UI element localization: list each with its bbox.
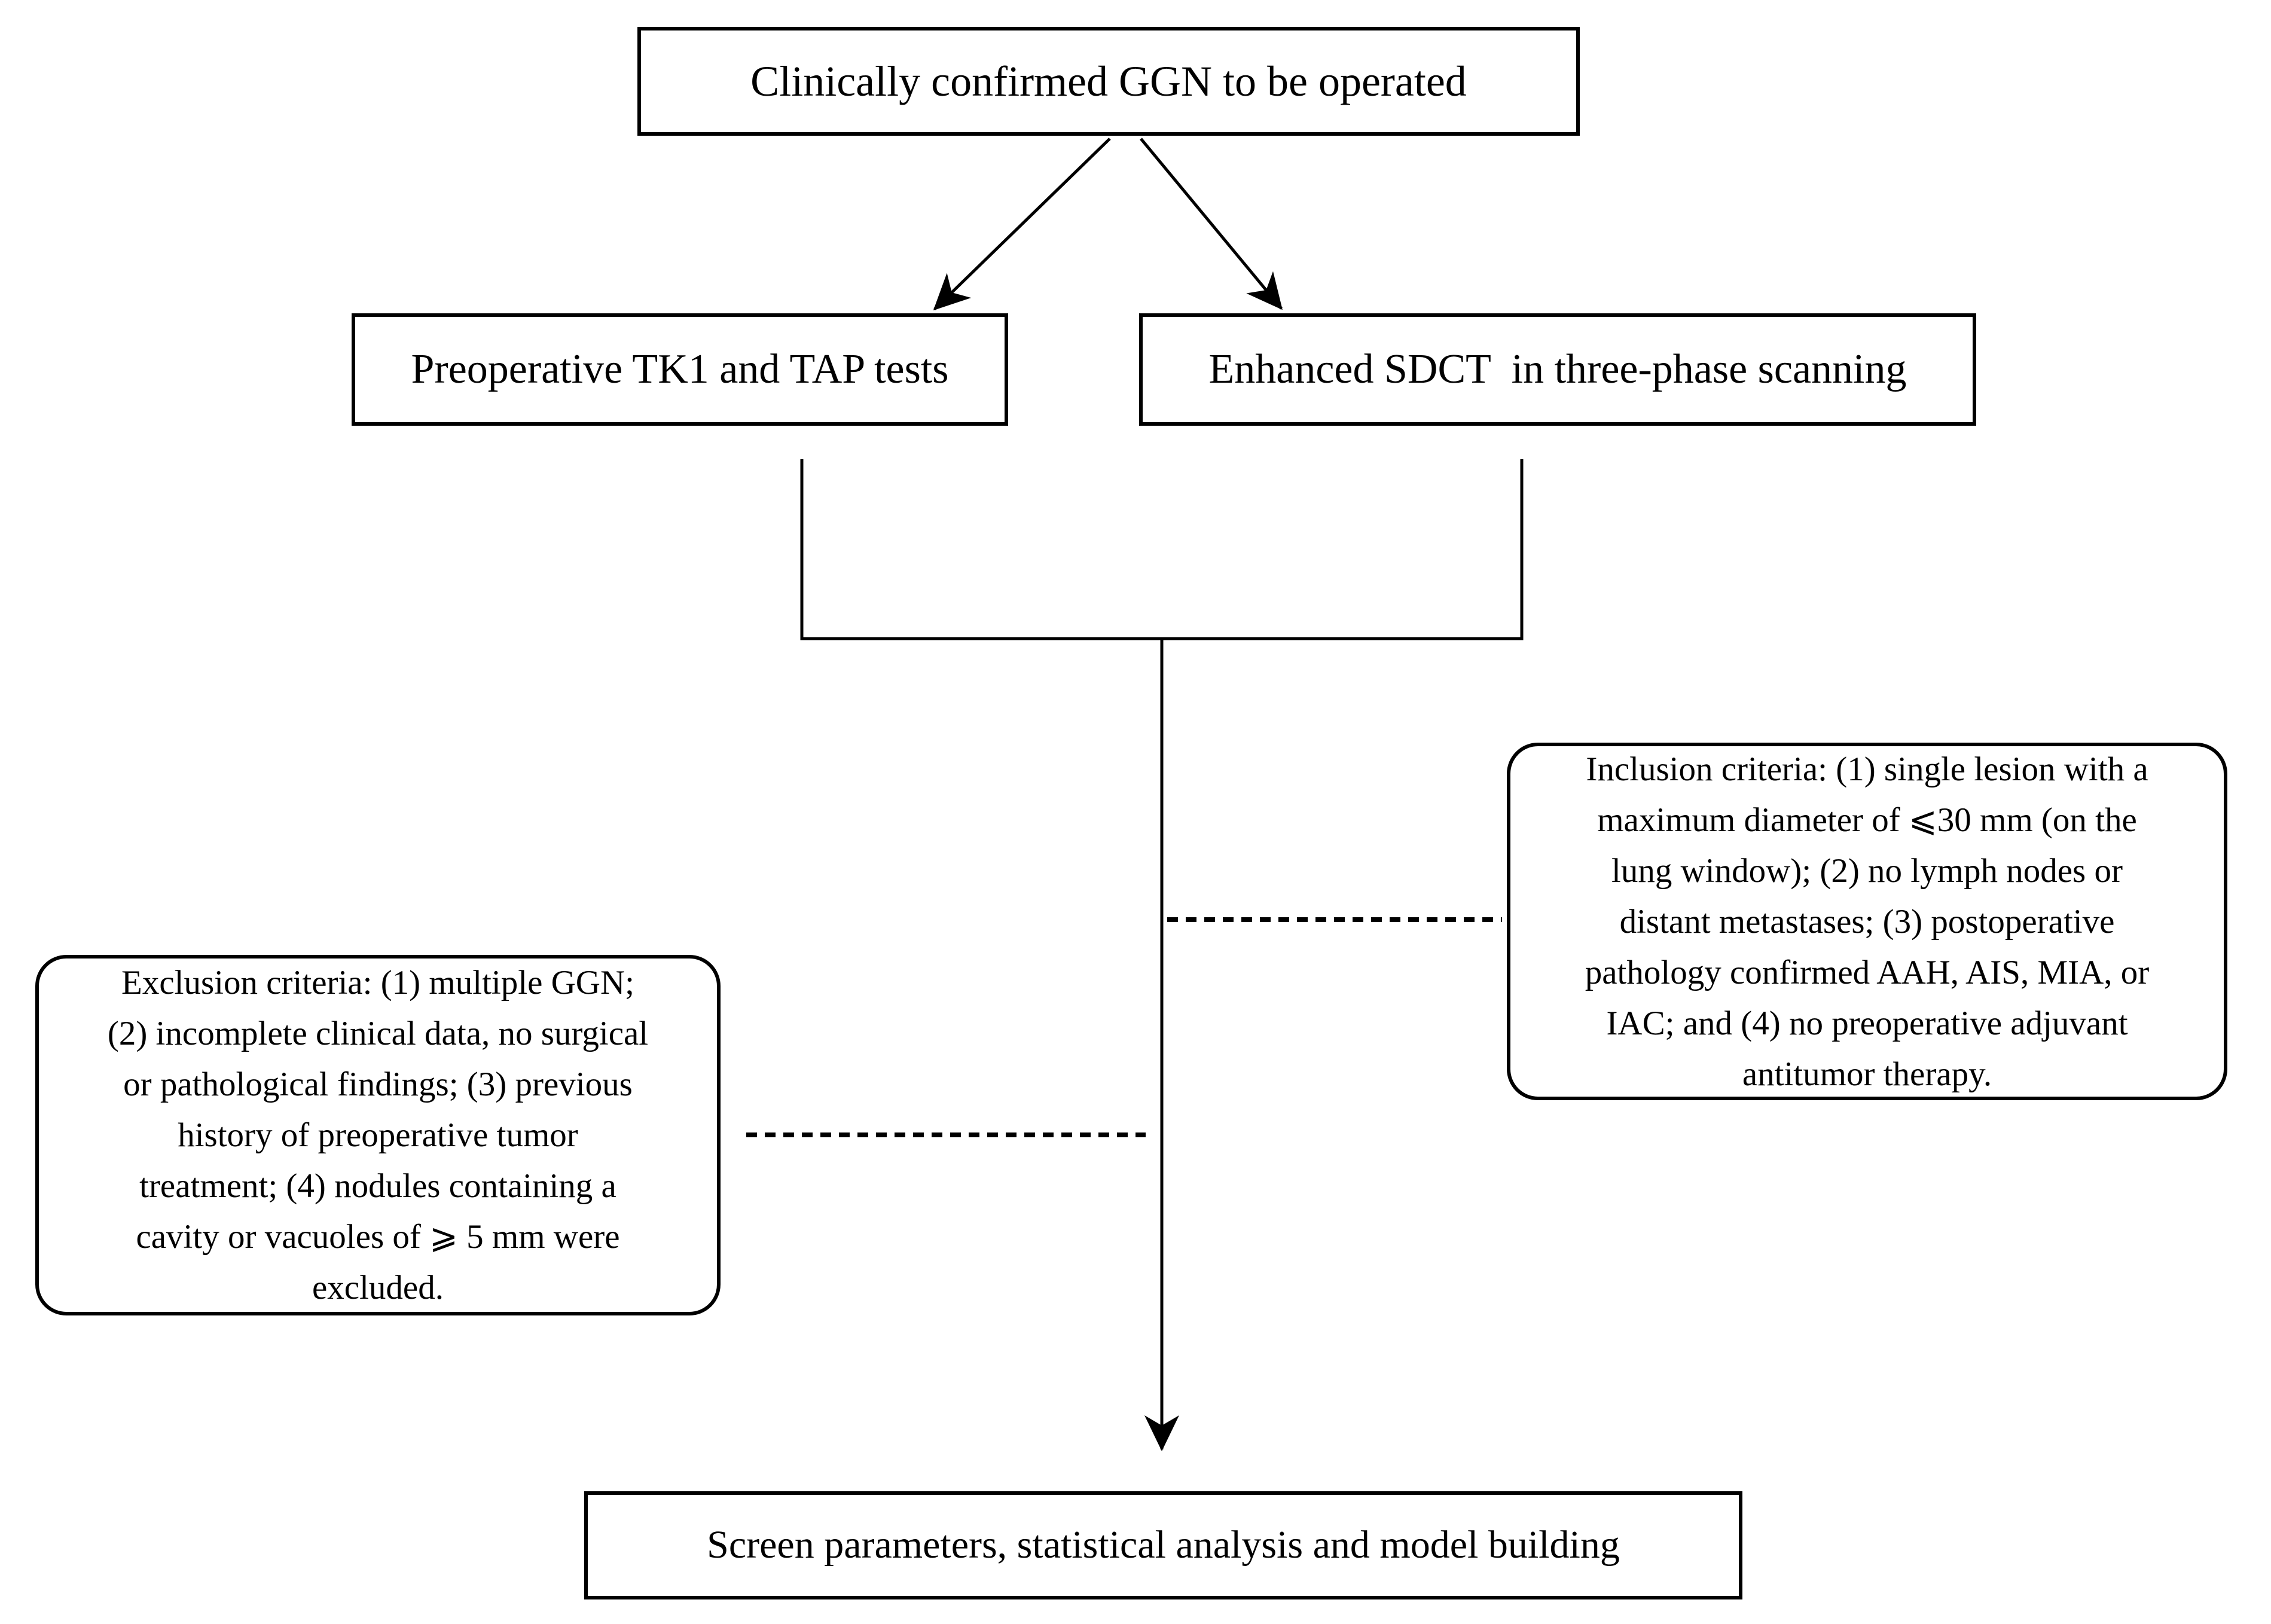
node-inclusion-criteria: Inclusion criteria: (1) single lesion wi… bbox=[1507, 743, 2227, 1100]
node-clinically-confirmed-ggn: Clinically confirmed GGN to be operated bbox=[637, 27, 1580, 136]
node-preoperative-tk1-tap-tests: Preoperative TK1 and TAP tests bbox=[352, 313, 1008, 426]
node-screen-parameters-model-building-label: Screen parameters, statistical analysis … bbox=[707, 1523, 1620, 1567]
node-exclusion-criteria: Exclusion criteria: (1) multiple GGN; (2… bbox=[35, 955, 721, 1315]
node-preoperative-tk1-tap-tests-label: Preoperative TK1 and TAP tests bbox=[411, 346, 949, 393]
node-inclusion-criteria-label: Inclusion criteria: (1) single lesion wi… bbox=[1585, 750, 2150, 1093]
node-enhanced-sdct-scanning-label: Enhanced SDCT in three-phase scanning bbox=[1208, 346, 1907, 393]
node-exclusion-criteria-label: Exclusion criteria: (1) multiple GGN; (2… bbox=[107, 964, 649, 1306]
arrow-top-to-right-scan bbox=[1140, 138, 1283, 310]
node-screen-parameters-model-building: Screen parameters, statistical analysis … bbox=[584, 1491, 1742, 1599]
node-enhanced-sdct-scanning: Enhanced SDCT in three-phase scanning bbox=[1139, 313, 1976, 426]
node-clinically-confirmed-ggn-label: Clinically confirmed GGN to be operated bbox=[750, 57, 1467, 105]
merge-connector bbox=[800, 459, 1524, 640]
arrow-top-to-left-test bbox=[933, 138, 1111, 311]
